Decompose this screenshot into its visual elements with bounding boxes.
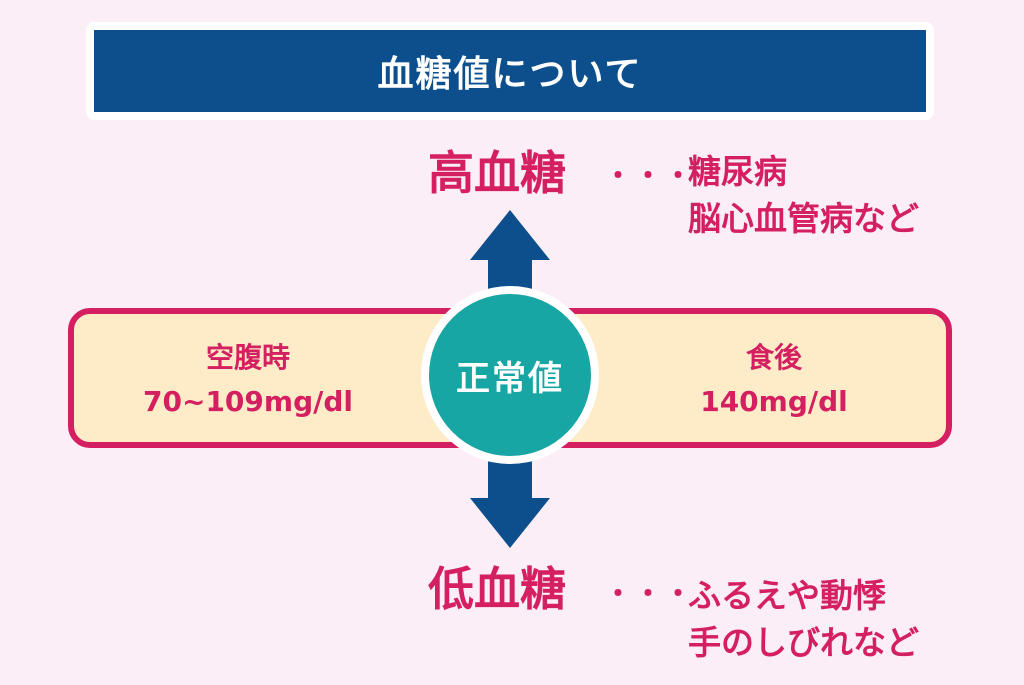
low-effect-2: 手のしびれなど [688, 623, 919, 662]
down-arrow-icon [470, 456, 550, 548]
fasting-value: 70~109mg/dl [143, 385, 353, 418]
low-blood-sugar-label: 低血糖 [428, 562, 566, 616]
fasting-label: 空腹時 [205, 341, 290, 374]
low-dots: ・・・ [604, 577, 695, 610]
after-meal-block: 食後 140mg/dl [604, 336, 944, 424]
low-effect-1: ふるえや動悸 [688, 576, 886, 615]
normal-value-badge: 正常値 [421, 286, 599, 464]
after-meal-label: 食後 [745, 341, 802, 374]
up-arrow-icon [470, 210, 550, 302]
page-title: 血糖値について [94, 30, 926, 112]
fasting-block: 空腹時 70~109mg/dl [78, 336, 418, 424]
after-meal-value: 140mg/dl [700, 385, 848, 418]
high-effect-2: 脳心血管病など [688, 199, 919, 238]
normal-value-label: 正常値 [429, 294, 591, 456]
high-dots: ・・・ [604, 159, 695, 192]
high-effects: 糖尿病 脳心血管病など [688, 148, 919, 242]
low-effects: ふるえや動悸 手のしびれなど [688, 572, 919, 666]
high-blood-sugar-label: 高血糖 [428, 146, 566, 200]
high-effect-1: 糖尿病 [688, 152, 787, 191]
header-frame: 血糖値について [86, 22, 934, 120]
